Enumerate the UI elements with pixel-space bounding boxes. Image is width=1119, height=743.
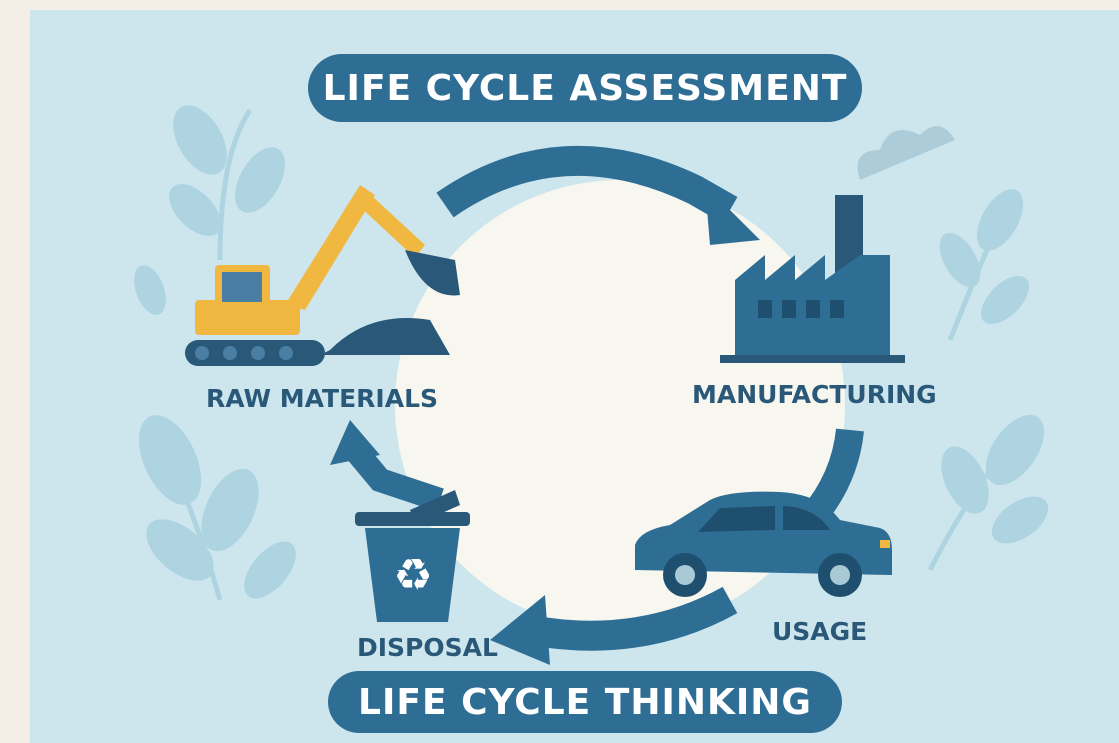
stage-label-disposal: DISPOSAL [357,633,498,662]
leaf-decoration [134,105,285,315]
cycle-arrow [330,420,444,512]
cycle-arrow [436,145,760,245]
stage-label-usage: USAGE [772,617,868,646]
excavator-icon [185,185,460,366]
title-banner: LIFE CYCLE ASSESSMENT [308,54,862,122]
svg-text:♻: ♻ [393,550,432,601]
recycle-bin-icon: ♻ [355,490,470,622]
footer-banner: LIFE CYCLE THINKING [328,671,842,733]
stage-label-manufacturing: MANUFACTURING [692,380,937,409]
leaf-decoration [939,189,1030,341]
car-icon [635,491,892,597]
diagram-graphics: ♻ [134,105,1049,665]
leaf-decoration [927,414,1049,572]
stage-label-raw-materials: RAW MATERIALS [206,384,439,413]
cycle-arrow [490,586,738,665]
leaf-decoration [138,415,296,601]
factory-icon [720,126,955,363]
poster-background: ♻ LIFE CYCLE ASSESSMENT RAW MATERIALS MA… [30,10,1119,743]
